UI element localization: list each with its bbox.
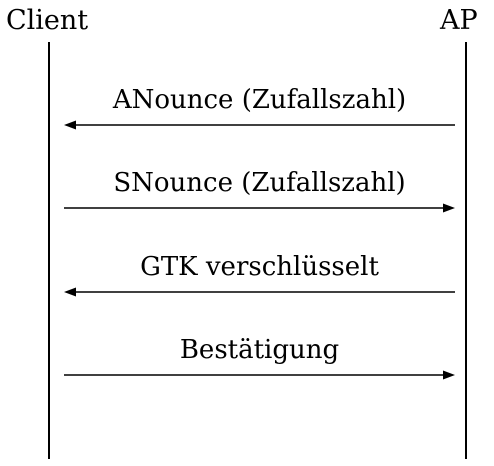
message-gtk: GTK verschlüsselt [0,251,494,311]
message-snounce: SNounce (Zufallszahl) [0,167,494,227]
message-label: GTK verschlüsselt [140,252,379,282]
message-anounce: ANounce (Zufallszahl) [0,84,494,144]
arrow-left [64,284,455,300]
participant-client-label: Client [6,5,89,36]
message-label: SNounce (Zufallszahl) [113,168,406,198]
message-bestaetigung: Bestätigung [0,334,494,394]
message-label: Bestätigung [179,335,340,365]
arrow-right [64,200,455,216]
participant-ap-label: AP [440,5,478,36]
ap-lifeline [465,42,467,459]
client-lifeline [48,42,50,459]
message-label: ANounce (Zufallszahl) [112,85,407,115]
arrow-left [64,117,455,133]
arrow-right [64,367,455,383]
